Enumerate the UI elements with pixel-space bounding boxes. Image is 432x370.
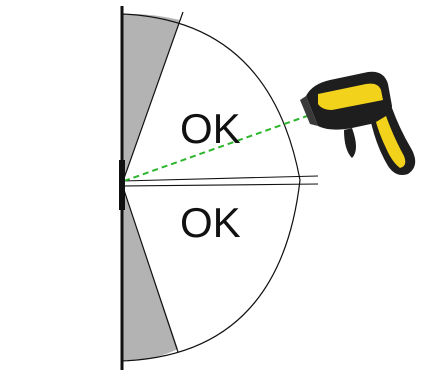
perpendicular-line-lower <box>122 184 318 186</box>
handheld-barcode-scanner-icon <box>300 72 415 175</box>
lower-ok-label: OK <box>180 199 241 246</box>
barcode-marker <box>119 160 125 210</box>
perpendicular-line <box>122 176 318 181</box>
upper-ok-label: OK <box>180 105 241 152</box>
